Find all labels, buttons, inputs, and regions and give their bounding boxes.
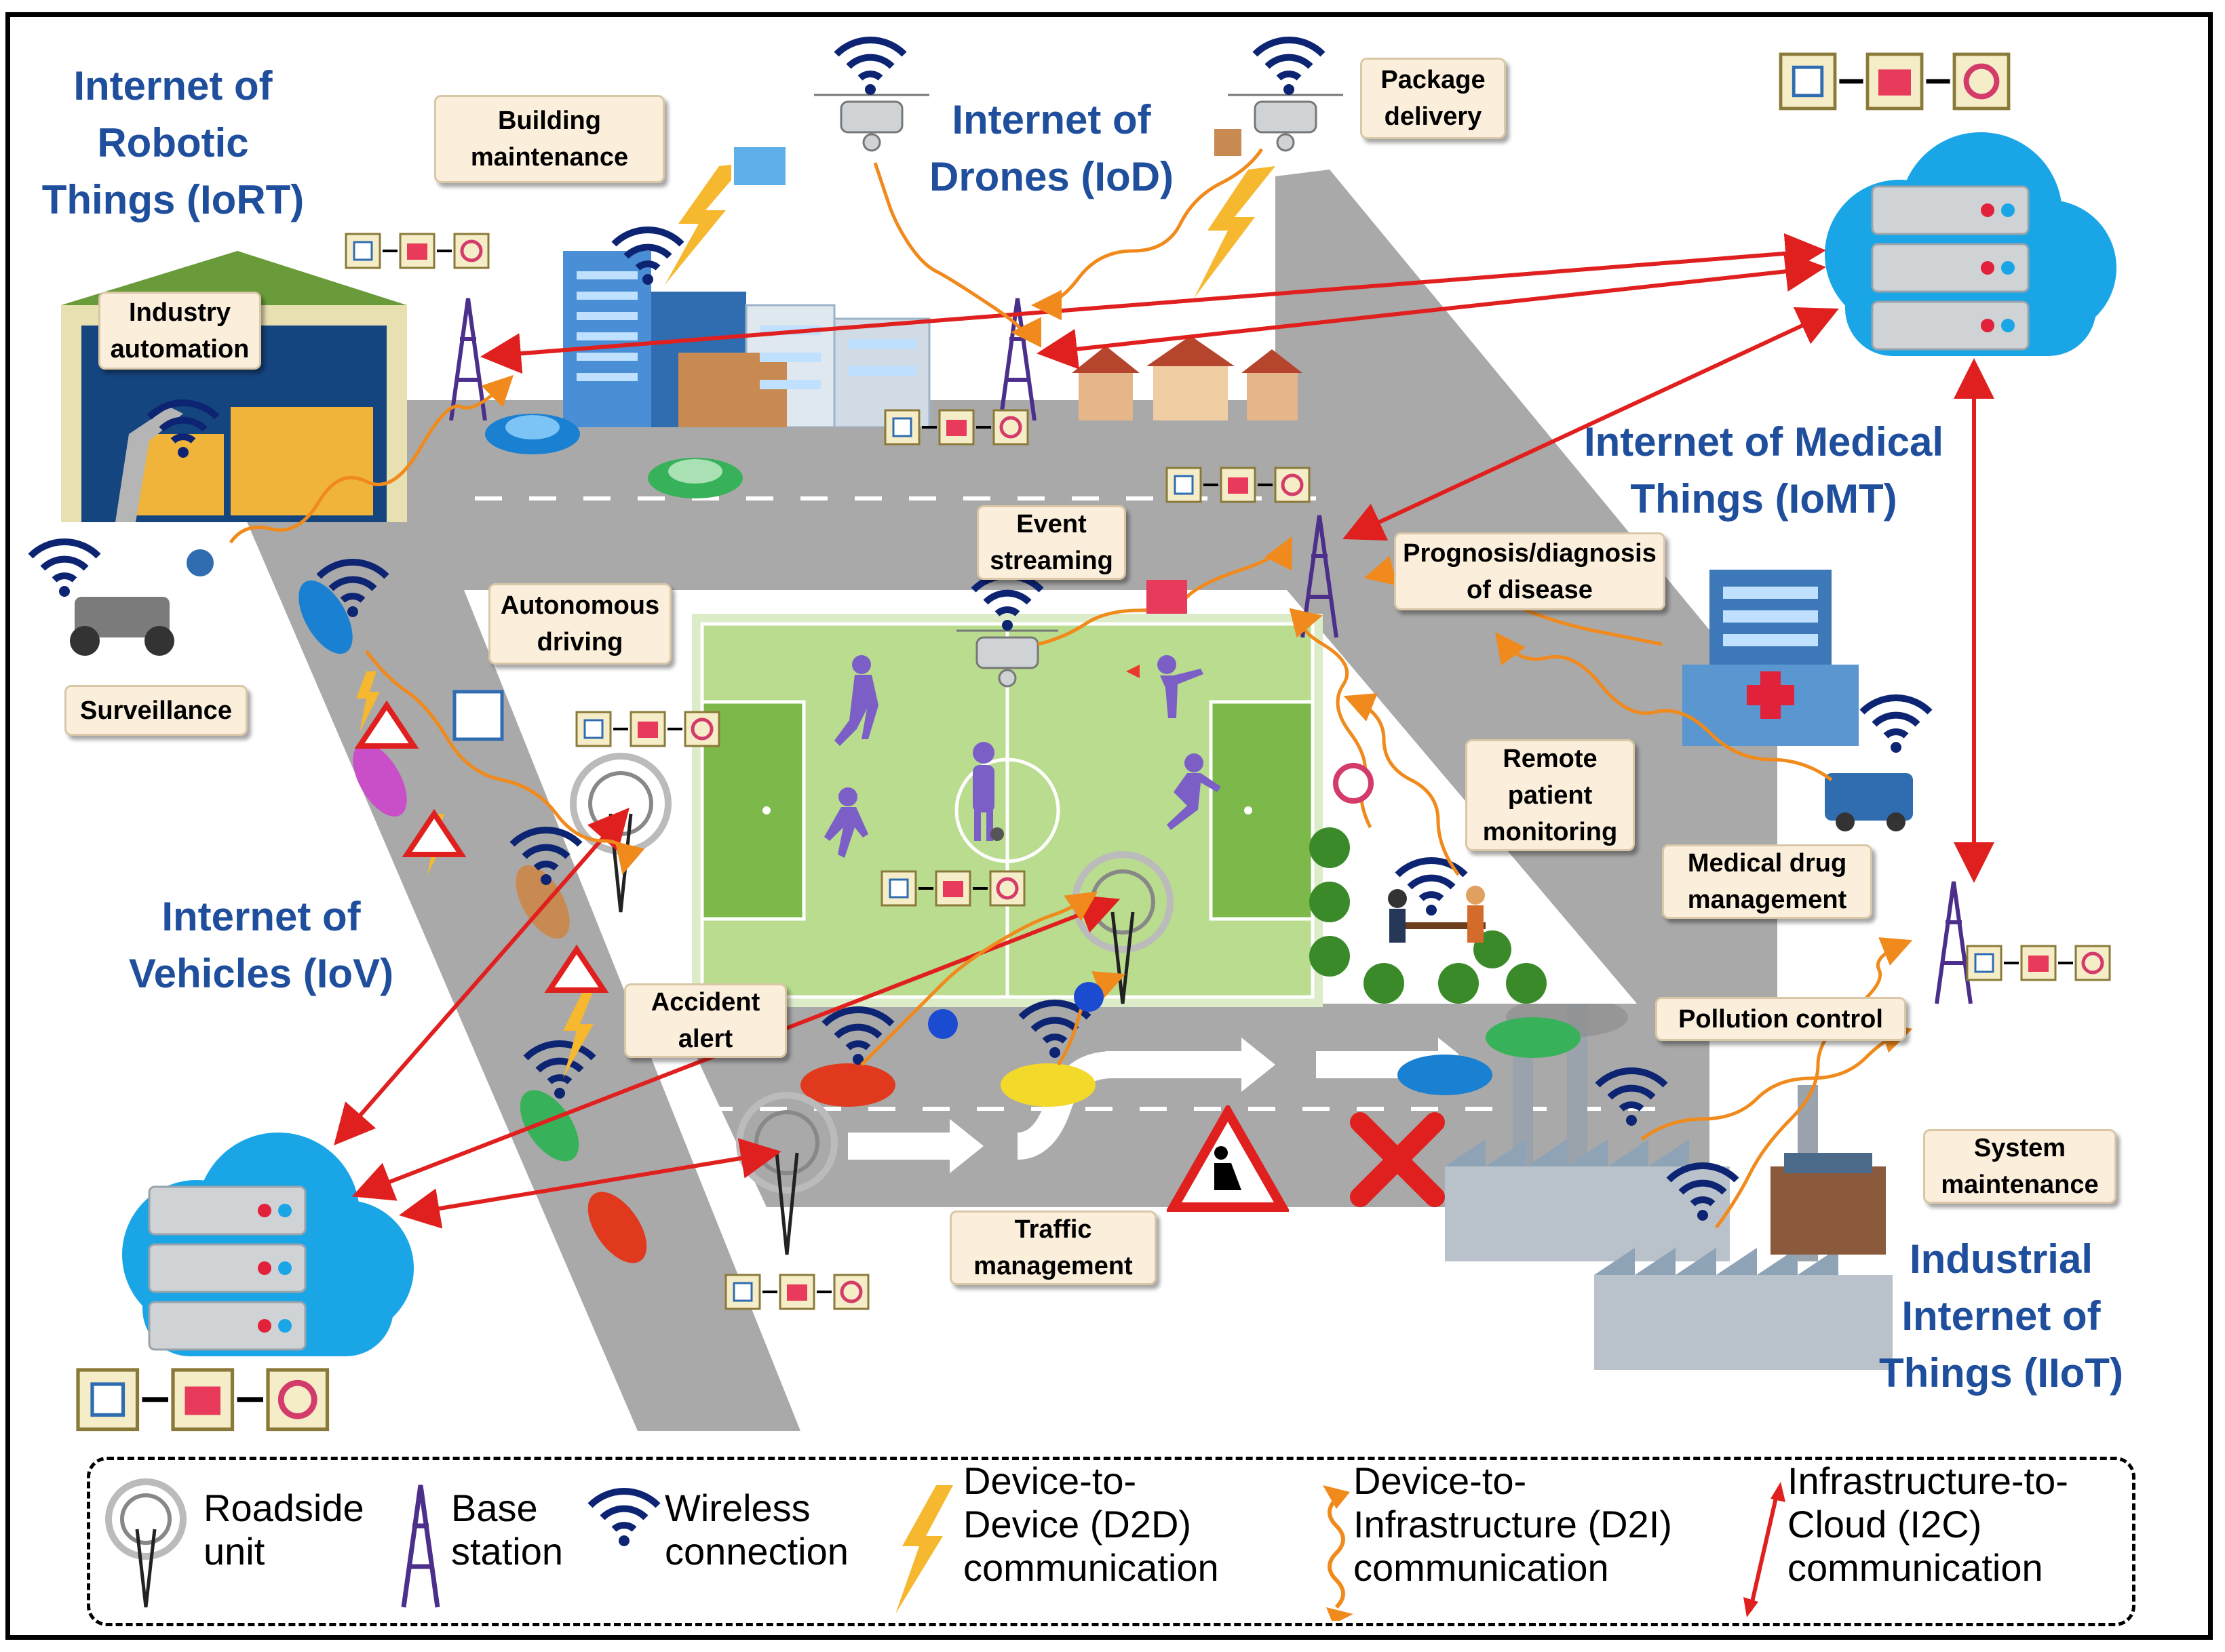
title-iomt: Internet of Medical Things (IoMT) bbox=[1583, 419, 1944, 522]
drone-icon bbox=[1228, 94, 1343, 152]
d2d-link bbox=[563, 990, 594, 1078]
robot-vehicle-icon bbox=[70, 597, 174, 656]
legend-base-station: Base station bbox=[451, 1487, 563, 1573]
d2i-arrowhead bbox=[1326, 1607, 1353, 1621]
base-station-icon bbox=[449, 298, 487, 421]
players bbox=[824, 655, 1221, 858]
wireless-icon bbox=[587, 1487, 661, 1546]
d2d-link bbox=[1194, 166, 1275, 298]
scene: Internet of Robotic Things (IoRT) Intern… bbox=[5, 12, 2208, 1635]
legend bbox=[87, 1457, 2135, 1626]
base-station-icon bbox=[1300, 515, 1338, 638]
car-icon bbox=[485, 414, 580, 454]
callout-accident-alert: Accident alert bbox=[624, 983, 787, 1058]
callout-event-streaming: Event streaming bbox=[977, 505, 1126, 580]
car-icon bbox=[648, 458, 743, 498]
title-iov: Internet of Vehicles (IoV) bbox=[128, 894, 394, 996]
cloud-server-bottom bbox=[122, 1133, 414, 1356]
d2i-link bbox=[1056, 971, 1126, 1066]
i2c-icon bbox=[1748, 1491, 1779, 1611]
garden-cafe bbox=[1309, 827, 1547, 1004]
i2c-link bbox=[399, 1138, 781, 1229]
d2i-link bbox=[1494, 632, 1833, 782]
legend-d2d: Device-to- Device (D2D) communication bbox=[963, 1459, 1219, 1589]
car-icon bbox=[1397, 1055, 1492, 1095]
callout-autonomous-driving: Autonomous driving bbox=[488, 583, 672, 665]
car-icon bbox=[353, 743, 407, 817]
d2i-link bbox=[1640, 1023, 1913, 1141]
d2d-link bbox=[665, 163, 746, 285]
roadside-unit-icon bbox=[105, 1478, 187, 1608]
car-icon bbox=[298, 580, 353, 654]
legend-d2i: Device-to- Infrastructure (D2I) communic… bbox=[1353, 1459, 1672, 1589]
d2d-icon bbox=[895, 1485, 953, 1614]
legend-icons bbox=[105, 1478, 1785, 1621]
d2i-link bbox=[229, 374, 514, 544]
d2i-link bbox=[365, 650, 645, 875]
callout-industry-automation: Industry automation bbox=[98, 292, 261, 370]
player-icon bbox=[824, 655, 1221, 858]
blocked-x-icon bbox=[1350, 1112, 1445, 1207]
callout-surveillance: Surveillance bbox=[64, 685, 248, 736]
token-chain bbox=[1781, 54, 2009, 109]
token-chain bbox=[78, 1370, 328, 1430]
drone-icon bbox=[956, 629, 1058, 688]
links-layer bbox=[184, 144, 1994, 1229]
callout-prognosis: Prognosis/diagnosis of disease bbox=[1394, 532, 1665, 610]
cloud-server-top bbox=[1825, 132, 2116, 356]
warning-icon bbox=[354, 700, 609, 993]
car-icon bbox=[1486, 1017, 1581, 1058]
callout-medical-drug: Medical drug management bbox=[1662, 844, 1872, 919]
d2i-icon bbox=[1328, 1497, 1345, 1609]
token-chain bbox=[1167, 468, 1309, 502]
d2i-link bbox=[1343, 693, 1460, 876]
drones-layer bbox=[814, 94, 1343, 688]
legend-wireless: Wireless connection bbox=[665, 1487, 849, 1573]
token-chain bbox=[1967, 946, 2110, 980]
legend-roadside-unit: Roadside unit bbox=[204, 1487, 364, 1573]
package-icon bbox=[1214, 129, 1241, 156]
drone-icon bbox=[814, 94, 929, 152]
d2i-link bbox=[860, 891, 1098, 1066]
callout-package-delivery: Package delivery bbox=[1360, 58, 1506, 139]
i2c-link bbox=[1342, 307, 1839, 540]
title-iort: Internet of Robotic Things (IoRT) bbox=[41, 63, 305, 222]
token-chain bbox=[577, 712, 719, 746]
d2d-link bbox=[356, 671, 380, 732]
callout-remote-patient: Remote patient monitoring bbox=[1465, 739, 1635, 851]
d2i-link bbox=[873, 162, 1042, 348]
media-icon bbox=[184, 144, 1374, 1039]
d2i-arrowhead bbox=[1323, 1485, 1350, 1509]
diagram-frame: Internet of Robotic Things (IoRT) Intern… bbox=[5, 12, 2213, 1640]
industrial-factory bbox=[1445, 1004, 1893, 1370]
d2i-link bbox=[1714, 937, 1913, 1229]
token-chain bbox=[882, 871, 1024, 905]
callout-system-maintenance: System maintenance bbox=[1923, 1129, 2116, 1204]
base-station-icon bbox=[401, 1484, 440, 1608]
callout-traffic-management: Traffic management bbox=[950, 1211, 1157, 1285]
d2i-link bbox=[1031, 148, 1264, 321]
ambulance-icon bbox=[1825, 773, 1913, 831]
token-chain bbox=[726, 1275, 868, 1309]
factory-warehouse bbox=[61, 251, 407, 522]
title-iod: Internet of Drones (IoD) bbox=[929, 97, 1174, 199]
token-chain bbox=[885, 410, 1028, 444]
title-iiot: Industrial Internet of Things (IIoT) bbox=[1879, 1236, 2123, 1396]
roadwork-warning-icon bbox=[1167, 1105, 1289, 1212]
legend-i2c: Infrastructure-to- Cloud (I2C) communica… bbox=[1787, 1459, 2068, 1589]
token-chain bbox=[346, 234, 488, 268]
callout-building-maintenance: Building maintenance bbox=[434, 95, 665, 183]
callout-pollution-control: Pollution control bbox=[1655, 997, 1906, 1041]
